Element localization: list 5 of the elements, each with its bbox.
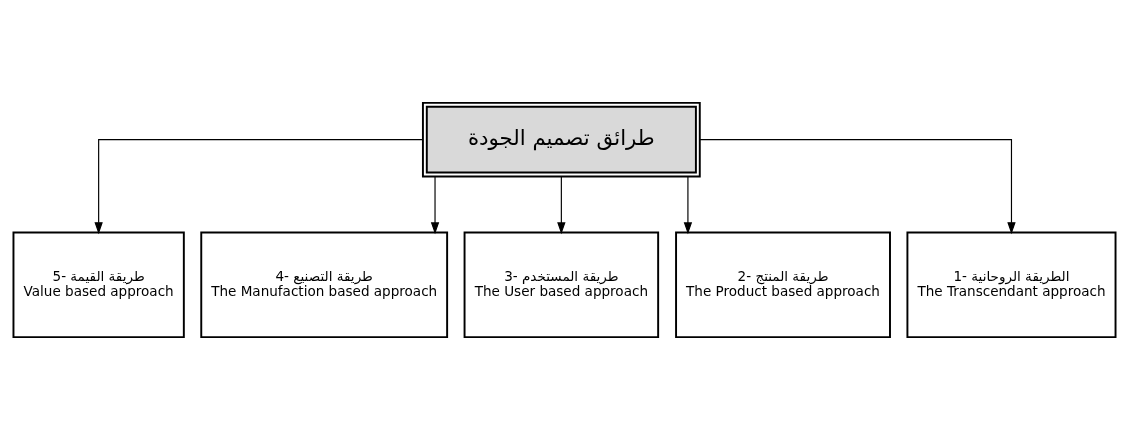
arrow: [557, 175, 566, 234]
arrow: [430, 175, 440, 234]
arrow: [683, 175, 693, 234]
arrow: [94, 138, 424, 234]
arrow: [699, 138, 1016, 234]
